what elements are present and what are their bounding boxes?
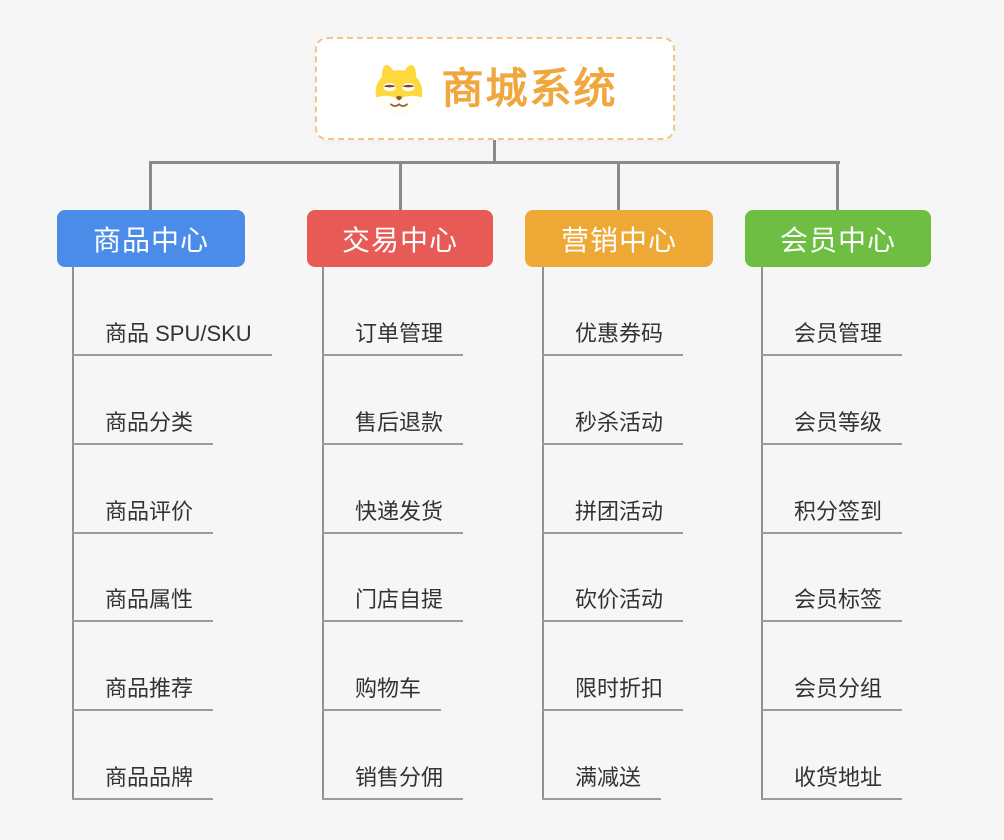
branch-header-trade-center[interactable]: 交易中心 xyxy=(307,210,493,267)
leaf-node[interactable]: 商品分类 xyxy=(72,406,214,445)
leaf-node[interactable]: 限时折扣 xyxy=(542,672,684,711)
leaf-node[interactable]: 会员管理 xyxy=(761,317,903,356)
connector-drop-branch-4 xyxy=(836,161,839,210)
branch-header-member-center[interactable]: 会员中心 xyxy=(745,210,931,267)
leaf-node[interactable]: 订单管理 xyxy=(322,317,464,356)
connector-drop-branch-1 xyxy=(149,161,152,210)
leaf-node[interactable]: 销售分佣 xyxy=(322,761,464,800)
connector-root-stem xyxy=(493,138,496,163)
leaf-node[interactable]: 门店自提 xyxy=(322,583,464,622)
leaf-node[interactable]: 拼团活动 xyxy=(542,495,684,534)
leaf-node[interactable]: 商品 SPU/SKU xyxy=(72,317,272,356)
leaf-node[interactable]: 商品推荐 xyxy=(72,672,214,711)
leaf-node[interactable]: 砍价活动 xyxy=(542,583,684,622)
connector-drop-branch-3 xyxy=(617,161,620,210)
dog-face-icon xyxy=(376,64,423,113)
leaf-node[interactable]: 售后退款 xyxy=(322,406,464,445)
leaf-node[interactable]: 商品品牌 xyxy=(72,761,214,800)
connector-drop-branch-2 xyxy=(399,161,402,210)
leaf-node[interactable]: 快递发货 xyxy=(322,495,464,534)
leaf-node[interactable]: 收货地址 xyxy=(761,761,903,800)
leaf-node[interactable]: 购物车 xyxy=(322,672,442,711)
leaf-node[interactable]: 会员等级 xyxy=(761,406,903,445)
leaf-node[interactable]: 会员分组 xyxy=(761,672,903,711)
connector-horizontal-bus xyxy=(149,161,840,164)
branch-header-product-center[interactable]: 商品中心 xyxy=(57,210,245,267)
leaf-node[interactable]: 满减送 xyxy=(542,761,662,800)
leaf-node[interactable]: 商品评价 xyxy=(72,495,214,534)
root-node[interactable]: 商城系统 xyxy=(315,37,675,140)
branch-header-marketing-center[interactable]: 营销中心 xyxy=(525,210,713,267)
leaf-node[interactable]: 商品属性 xyxy=(72,583,214,622)
leaf-node[interactable]: 秒杀活动 xyxy=(542,406,684,445)
root-title: 商城系统 xyxy=(441,64,618,112)
leaf-node[interactable]: 积分签到 xyxy=(761,495,903,534)
leaf-node[interactable]: 优惠券码 xyxy=(542,317,684,356)
leaf-node[interactable]: 会员标签 xyxy=(761,583,903,622)
